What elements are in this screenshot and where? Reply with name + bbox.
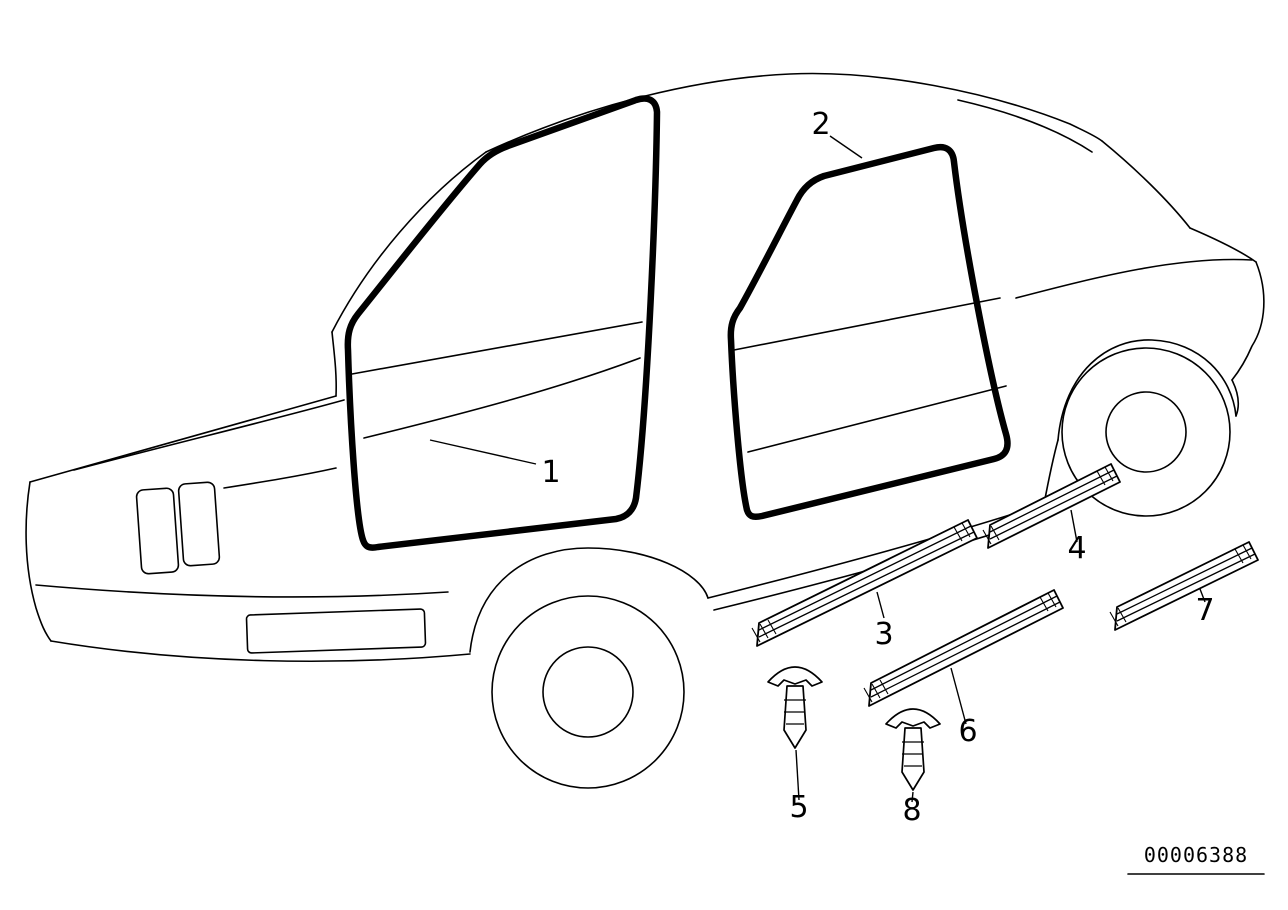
sill-strip-rear-inner: [982, 463, 1121, 549]
front-wheel-tire: [491, 595, 685, 789]
clip-shank: [901, 727, 925, 791]
callout-leaders: [429, 135, 1206, 803]
callout-leader-5: [795, 749, 800, 801]
door-aperture-seal-front: [344, 95, 661, 551]
sill-strip-end-hatching: [1109, 544, 1252, 627]
grille-kidney-left: [135, 487, 180, 575]
front-wheel-arch: [469, 547, 709, 653]
bumper-strip-line: [35, 584, 449, 598]
clip-cap: [885, 708, 941, 729]
sill-strip-end-hatching: [863, 592, 1057, 703]
sill-strip-profile-lines: [758, 525, 975, 638]
beltline-rear-door: [733, 297, 1001, 351]
roof-line: [485, 72, 1103, 153]
headlight-line: [223, 467, 337, 489]
clip-cap: [767, 666, 823, 687]
trunk-rear-edge: [1231, 261, 1265, 381]
car-illustration: [25, 72, 1265, 789]
sill-strip-outline: [756, 519, 978, 647]
roof-gutter-line: [957, 99, 1093, 153]
rear-wheel-hub: [1105, 391, 1187, 473]
callout-3: 3: [874, 617, 893, 652]
interior-sightline-front: [363, 357, 641, 439]
sill-strip-profile-lines: [870, 595, 1061, 698]
sill-strip-profile-lines: [1116, 547, 1256, 622]
interior-sightline-rear: [747, 385, 1007, 453]
sill-strip-outline: [987, 463, 1121, 549]
expansion-clip-front: [767, 666, 823, 749]
callout-1: 1: [541, 455, 560, 490]
rear-window-line: [1101, 140, 1191, 229]
hood-shoulder-line: [29, 395, 337, 483]
callout-leader-8: [911, 791, 914, 803]
rear-lower-line: [1231, 379, 1240, 417]
sill-strip-outline: [868, 589, 1064, 707]
sill-strip-front-outer: [863, 589, 1064, 707]
rocker-line-upper: [707, 503, 1045, 599]
license-plate: [245, 608, 427, 654]
sill-strip-profile-lines: [989, 469, 1118, 540]
clip-rib-lines: [902, 741, 924, 767]
drawing-number: 00006388: [1144, 843, 1248, 867]
front-face-line: [25, 481, 52, 642]
callout-7: 7: [1195, 593, 1214, 628]
hood-cut-line: [73, 399, 345, 471]
rear-shoulder-line: [1015, 258, 1253, 299]
callout-labels: 1 2 3 4 5 6 7 8: [541, 107, 1214, 828]
sill-strip-rear-outer: [1109, 541, 1259, 631]
front-wheel-hub: [542, 646, 634, 738]
callout-leader-2: [829, 135, 863, 159]
drawing-number-block: 00006388: [1127, 843, 1265, 875]
a-pillar-line: [331, 151, 487, 333]
callout-leader-7: [1199, 588, 1206, 603]
expansion-clip-rear: [885, 708, 941, 791]
rear-wheel-tire: [1061, 347, 1231, 517]
callout-leader-4: [1070, 509, 1078, 543]
door-aperture-seal-rear: [727, 143, 1011, 520]
callout-leader-6: [950, 667, 967, 725]
callout-2: 2: [811, 107, 830, 142]
sill-strip-front-inner: [751, 519, 978, 647]
clip-rib-lines: [784, 699, 806, 725]
callout-5: 5: [789, 790, 808, 825]
grille-kidney-right: [177, 481, 221, 567]
callout-leader-1: [429, 439, 537, 465]
callout-leader-3: [876, 591, 885, 619]
callout-6: 6: [958, 714, 977, 749]
beltline-front-door: [351, 321, 643, 375]
rear-wheel-arch: [1057, 339, 1237, 441]
cowl-line: [331, 331, 337, 397]
trunk-top-line: [1189, 227, 1257, 263]
sill-strip-end-hatching: [982, 466, 1114, 545]
sill-strip-end-hatching: [751, 522, 971, 643]
clip-shank: [783, 685, 807, 749]
bumper-bottom-line: [50, 640, 471, 663]
callout-8: 8: [902, 793, 921, 828]
sill-strip-outline: [1114, 541, 1259, 631]
callout-4: 4: [1067, 531, 1086, 566]
